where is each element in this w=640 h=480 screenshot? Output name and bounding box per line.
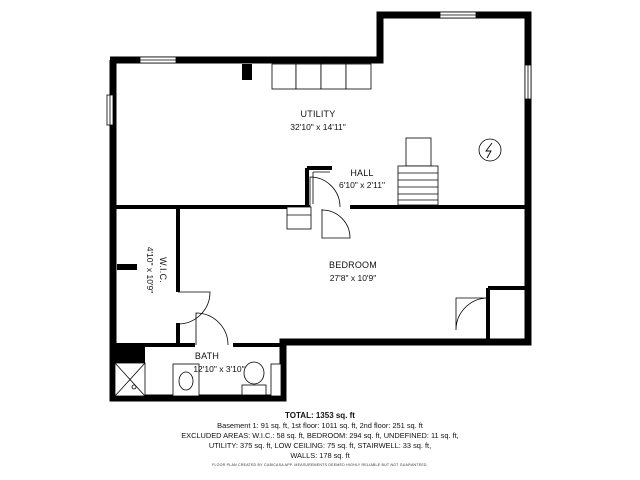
exterior-walls [109,11,532,402]
summary-line-4: WALLS: 178 sq. ft [290,451,350,460]
wic-name-group: W.I.C. [158,257,168,283]
wic-name: W.I.C. [158,257,168,283]
bath-fixtures [114,361,282,397]
utility-name: UTILITY [301,109,336,119]
area-summary: TOTAL: 1353 sq. ft Basement 1: 91 sq. ft… [0,411,640,469]
total-area: TOTAL: 1353 sq. ft [285,411,355,420]
interior-walls [110,166,528,347]
utility-cabinets [271,63,372,90]
bath-cabinet [270,363,282,397]
electrical-panel-icon [478,138,502,162]
wic-wall-stub [117,264,137,270]
wic-dims: 4'10" x 10'9" [145,247,155,294]
utility-pillar [242,64,252,80]
summary-line-2: EXCLUDED AREAS: W.I.C.: 58 sq. ft, BEDRO… [181,431,459,440]
stairs [397,137,439,206]
bath-name: BATH [195,351,219,361]
windows [106,11,532,126]
toilet-tank [241,384,267,396]
bedroom-dims: 27'8" x 10'9" [330,273,377,283]
summary-line-3: UTILITY: 375 sq. ft, LOW CEILING: 75 sq.… [208,441,432,450]
bath-corner-block [115,345,145,363]
hall-walls [312,171,330,204]
hall-name: HALL [350,168,373,178]
hall-dims: 6'10" x 2'11" [339,180,385,190]
bedroom-name: BEDROOM [329,260,377,270]
doors [177,176,489,346]
bath-dims: 12'10" x 3'10" [193,364,244,374]
utility-dims: 32'10" x 14'11" [290,122,345,132]
disclaimer: FLOOR PLAN CREATED BY CUBICASA APP. MEAS… [212,463,428,467]
wic-label-group: 4'10" x 10'9" [145,247,155,294]
summary-line-1: Basement 1: 91 sq. ft, 1st floor: 1011 s… [217,421,423,430]
